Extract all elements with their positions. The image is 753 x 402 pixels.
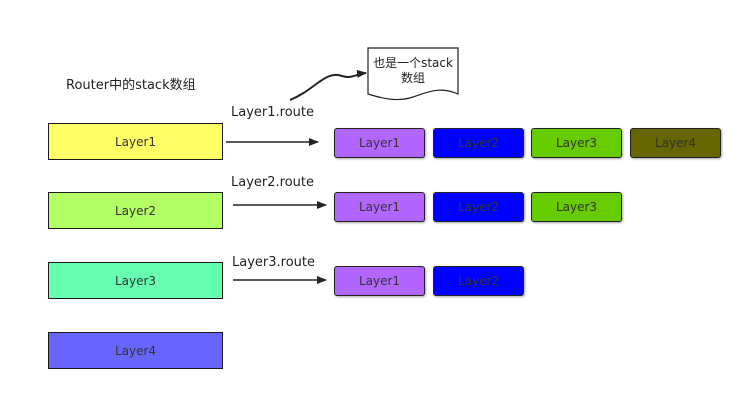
note-shape (367, 47, 459, 101)
stack1-cell-2: Layer2 (433, 128, 524, 158)
stack2-cell-3: Layer3 (531, 192, 622, 222)
stack3-cell-2: Layer2 (433, 266, 524, 296)
stack1-cell-4: Layer4 (630, 128, 721, 158)
stack2-cell-2: Layer2 (433, 192, 524, 222)
stack1-cell-1: Layer1 (334, 128, 425, 158)
note-text: 也是一个stack 数组 (366, 56, 460, 86)
layer-box-1: Layer1 (48, 123, 223, 160)
route-label-3: Layer3.route (232, 255, 315, 270)
route-label-1: Layer1.route (231, 105, 314, 120)
note-line-1: 也是一个stack (373, 56, 453, 70)
layer-box-3: Layer3 (48, 262, 223, 299)
layer-box-2: Layer2 (48, 192, 223, 229)
diagram-title: Router中的stack数组 (66, 78, 196, 93)
stack3-cell-1: Layer1 (334, 266, 425, 296)
route-label-2: Layer2.route (231, 175, 314, 190)
stack2-cell-1: Layer1 (334, 192, 425, 222)
stack1-cell-3: Layer3 (531, 128, 622, 158)
layer-box-4: Layer4 (48, 332, 223, 369)
note-line-2: 数组 (400, 71, 425, 85)
note-arrow (289, 69, 367, 101)
